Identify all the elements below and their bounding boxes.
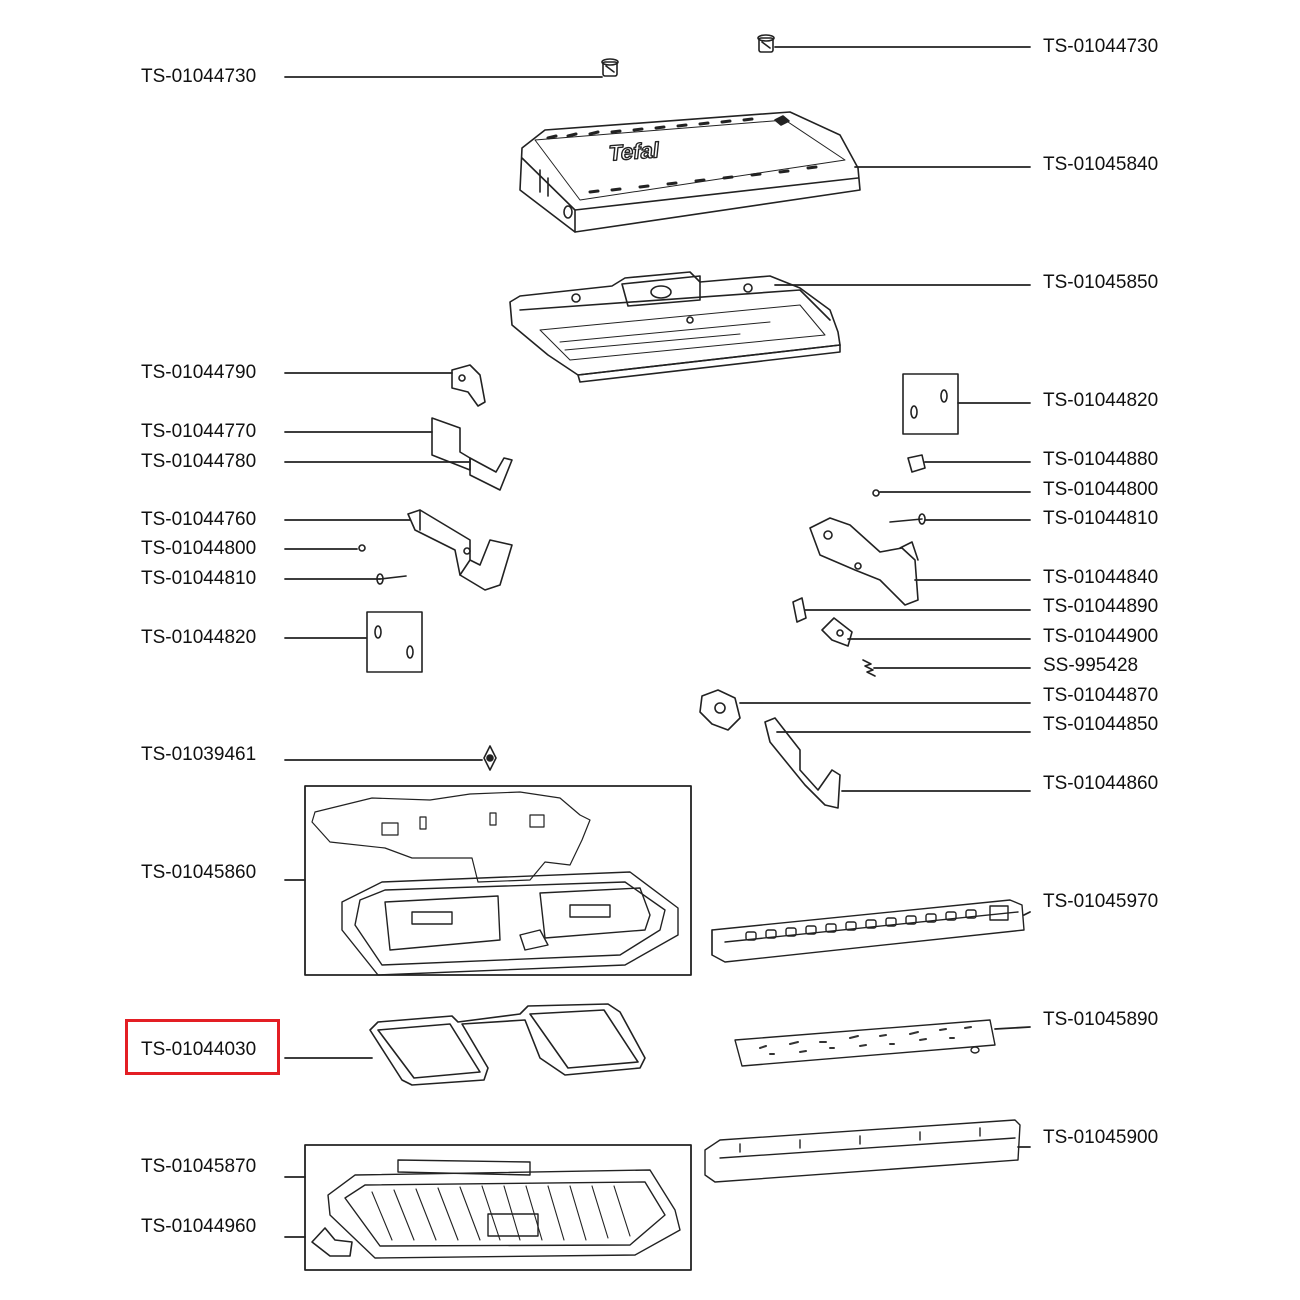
part-label: TS-01044790 [141,362,257,383]
part-900 [821,617,853,647]
bracket-850-860 [764,717,841,809]
pin-800-right [872,489,880,497]
heating-element [369,1003,646,1086]
plate-820-right [902,373,959,435]
part-label: TS-01039461 [141,744,257,765]
part-label: TS-01044770 [141,421,257,442]
part-label: TS-01045890 [1043,1009,1159,1030]
lever-840 [809,517,919,606]
screw-top-left [601,58,619,77]
part-label: TS-01044850 [1043,714,1159,735]
spring-428 [862,659,876,677]
part-label: TS-01044860 [1043,773,1159,794]
circuit-board [734,1019,996,1067]
part-label: TS-01044730 [141,66,257,87]
screw-top-right [757,34,775,53]
part-label: TS-01044820 [141,627,257,648]
control-panel [711,899,1025,963]
part-label: TS-01044760 [141,509,257,530]
part-label: TS-01045970 [1043,891,1159,912]
part-label: TS-01044800 [141,538,257,559]
part-label: TS-01044820 [1043,390,1159,411]
base-rail [704,1119,1021,1183]
knob-870 [699,689,741,731]
upper-frame [509,271,841,383]
part-label: TS-01044810 [1043,508,1159,529]
plate-820-left [366,611,423,673]
brand-logo: Tefal [608,137,661,165]
part-890 [792,597,807,623]
part-label: TS-01045850 [1043,272,1159,293]
grill-plate [327,1159,681,1259]
leader-lines-right [739,46,1031,1148]
part-label: TS-01044900 [1043,626,1159,647]
part-label: SS-995428 [1043,655,1139,676]
screw-810-left [376,573,407,585]
part-label: TS-01044780 [141,451,257,472]
part-label: TS-01044810 [141,568,257,589]
clip-880 [907,454,926,473]
pin-800-left [358,544,366,552]
part-label: TS-01044870 [1043,685,1159,706]
top-cover: Tefal [519,111,861,233]
bracket-770-780 [431,417,513,491]
part-label: TS-01044840 [1043,567,1159,588]
clip-960 [311,1227,353,1257]
element-frame [341,871,679,976]
highlighted-part-label: TS-01044030 [141,1039,257,1060]
part-label: TS-01045860 [141,862,257,883]
reflector-plate [311,791,591,883]
part-label: TS-01044800 [1043,479,1159,500]
box-assembly-870 [304,1144,692,1271]
part-label: TS-01045870 [141,1156,257,1177]
part-label: TS-01044880 [1043,449,1159,470]
box-assembly-860 [304,785,692,976]
part-label: TS-01044960 [141,1216,257,1237]
knob-790 [451,364,486,407]
part-label: TS-01045840 [1043,154,1159,175]
leader-lines-left [284,76,603,1238]
highlight-box [125,1019,280,1075]
lever-760 [407,509,513,591]
part-label: TS-01044730 [1043,36,1159,57]
clip-461 [483,745,497,771]
part-label: TS-01044890 [1043,596,1159,617]
part-label: TS-01045900 [1043,1127,1159,1148]
screw-810-right [889,513,926,525]
